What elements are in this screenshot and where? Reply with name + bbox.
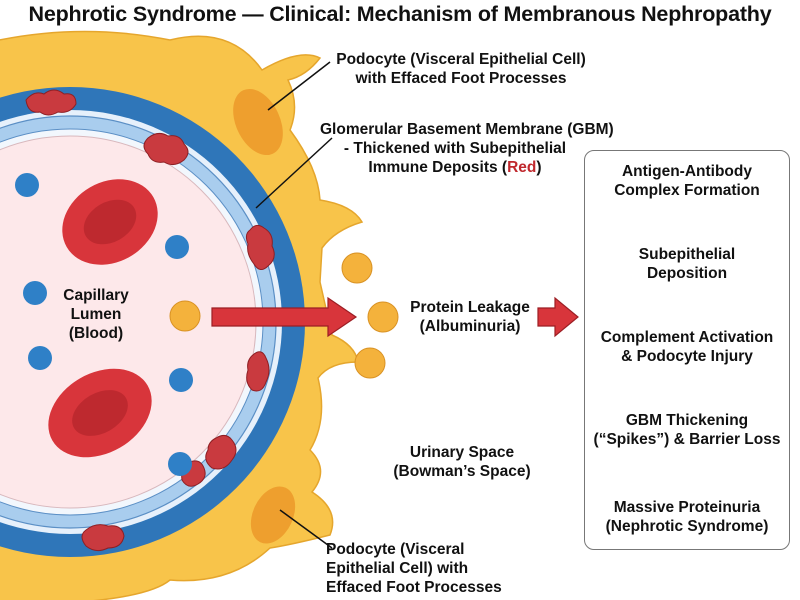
flow-step-complement-activation: Complement Activation & Podocyte Injury xyxy=(600,329,774,365)
mechanism-flowchart xyxy=(584,150,790,550)
immune-deposit xyxy=(205,434,237,470)
label-protein-leakage: Protein Leakage (Albuminuria) xyxy=(410,299,530,335)
immune-deposits xyxy=(25,89,275,552)
plasma-protein-dot xyxy=(169,368,193,392)
label-urinary-space: Urinary Space (Bowman’s Space) xyxy=(393,444,531,480)
red-blood-cell xyxy=(62,179,158,265)
immune-deposit xyxy=(143,132,189,166)
protein-leakage-arrow xyxy=(211,296,358,338)
immune-deposit xyxy=(25,89,77,116)
albumin-dot xyxy=(341,252,373,284)
flow-step-gbm-thickening: GBM Thickening (“Spikes”) & Barrier Loss xyxy=(593,412,781,448)
leader-line-gbm xyxy=(255,137,333,209)
podocyte-cell-body-top xyxy=(233,88,283,156)
albumin-dot xyxy=(367,301,399,333)
plasma-protein-dot xyxy=(15,173,39,197)
podocyte-cell-body-bottom xyxy=(250,486,296,544)
plasma-protein-dot xyxy=(28,346,52,370)
plasma-proteins xyxy=(15,173,193,476)
label-podocyte-bottom: Podocyte (Visceral Epithelial Cell) with… xyxy=(326,541,502,596)
label-gbm: Glomerular Basement Membrane (GBM) - Thi… xyxy=(320,121,614,176)
label-podocyte-top: Podocyte (Visceral Epithelial Cell) with… xyxy=(336,51,586,87)
flow-step-massive-proteinuria: Massive Proteinuria (Nephrotic Syndrome) xyxy=(605,499,769,535)
plasma-protein-dot xyxy=(23,281,47,305)
leader-line-podocyte-bottom xyxy=(279,509,333,549)
immune-deposit xyxy=(246,351,270,392)
red-highlight: Red xyxy=(507,159,537,176)
leader-line-podocyte-top xyxy=(267,61,331,111)
red-blood-cells xyxy=(48,179,158,458)
immune-deposit xyxy=(245,224,275,270)
leader-lines xyxy=(255,61,333,549)
plasma-protein-dot xyxy=(168,452,192,476)
plasma-protein-dot xyxy=(165,235,189,259)
albumin-dot xyxy=(169,300,201,332)
to-flowchart-arrow xyxy=(537,296,579,338)
immune-deposit xyxy=(81,524,125,552)
red-blood-cell xyxy=(48,368,152,458)
page-title: Nephrotic Syndrome — Clinical: Mechanism… xyxy=(28,2,772,26)
albumin-molecules xyxy=(169,252,399,379)
label-capillary-lumen: Capillary Lumen (Blood) xyxy=(63,287,129,342)
albumin-dot xyxy=(354,347,386,379)
flow-step-antigen-antibody: Antigen-Antibody Complex Formation xyxy=(614,163,760,199)
flow-step-subepithelial-deposition: Subepithelial Deposition xyxy=(638,246,736,282)
